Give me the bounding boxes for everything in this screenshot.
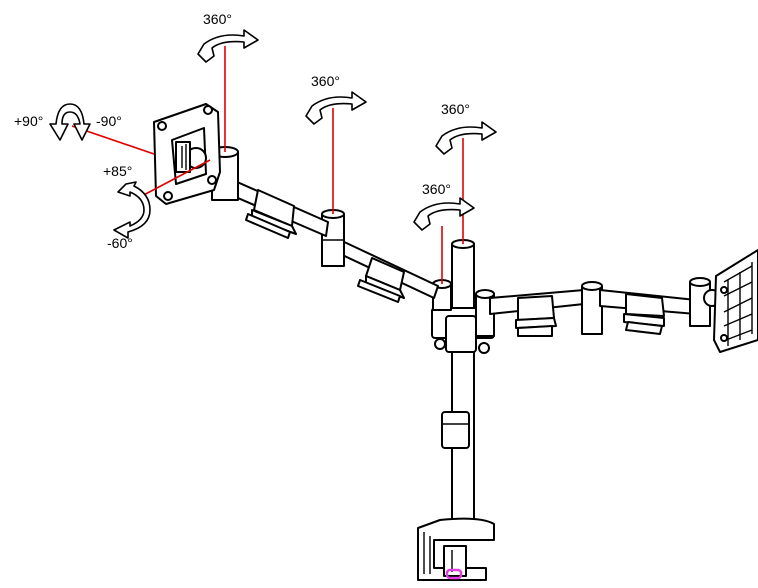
rotation-label-head: 360° <box>203 11 232 27</box>
accent-marker <box>445 568 463 580</box>
rotate-360-head-icon <box>197 29 259 63</box>
right-arm <box>475 277 721 337</box>
tilt-side-arrow-icon <box>49 103 91 141</box>
pitch-up-label: +85° <box>103 163 132 179</box>
pitch-arrow-icon <box>113 181 151 239</box>
pitch-down-label: -60° <box>107 235 133 251</box>
rotate-360-pole-icon <box>413 197 475 231</box>
rotate-360-arm-left-icon <box>305 91 367 125</box>
tilt-plus-label: +90° <box>14 113 43 129</box>
desk-clamp <box>417 517 495 581</box>
rotation-label-arm-left: 360° <box>311 73 340 89</box>
left-arm <box>211 146 439 303</box>
rotate-360-top-right-icon <box>435 121 497 155</box>
rotation-label-pole: 360° <box>422 181 451 197</box>
vesa-plate-right <box>713 249 758 353</box>
tilt-minus-label: -90° <box>96 113 122 129</box>
rotation-label-top-right: 360° <box>441 101 470 117</box>
vesa-plate-left <box>153 103 221 205</box>
